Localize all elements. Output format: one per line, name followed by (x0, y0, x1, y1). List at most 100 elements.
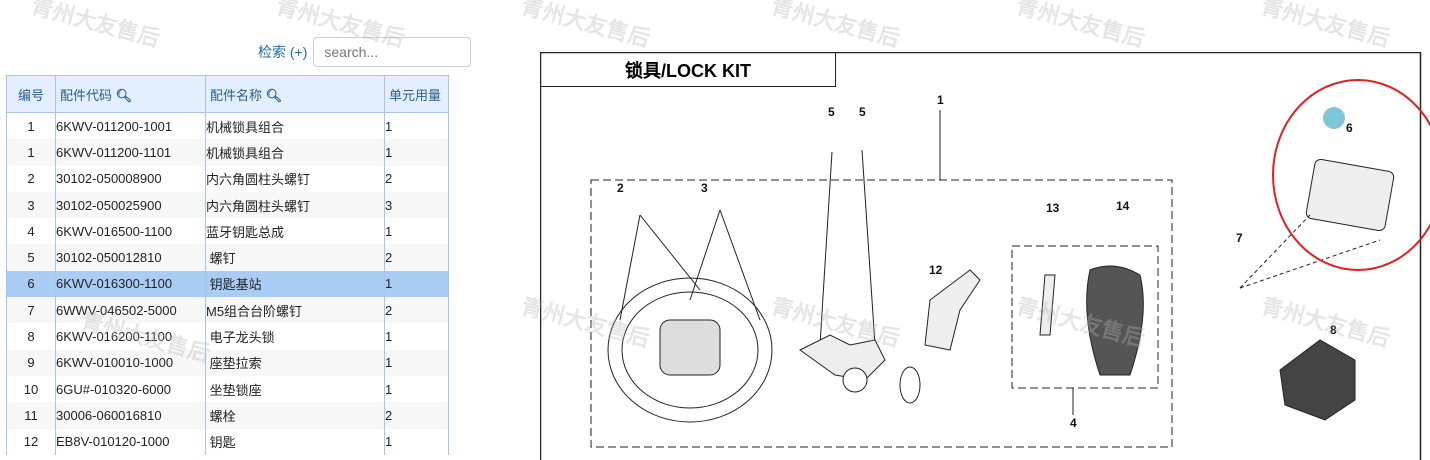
part-name: 螺钉 (205, 244, 385, 271)
callout-5: 5 (828, 105, 835, 119)
ignition-lock-part (799, 334, 886, 381)
watermark: 青州大友售后 (1013, 0, 1148, 52)
quantity: 1 (384, 375, 449, 403)
part-code: 30102-050025900 (55, 191, 206, 219)
callout-1: 1 (937, 93, 944, 107)
part-code: 30102-050008900 (55, 165, 206, 192)
row-number: 1 (6, 112, 56, 140)
row-number: 6 (6, 270, 56, 298)
exploded-parts-diagram: 1 2 3 4 5 5 6 7 8 12 13 14 (540, 52, 1430, 460)
part-name: 钥匙 (205, 428, 385, 455)
part-code: 6KWV-016500-1100 (55, 218, 206, 245)
quantity: 2 (384, 297, 449, 324)
part-code: 6KWV-016300-1100 (55, 270, 206, 298)
watermark: 青州大友售后 (28, 0, 163, 52)
part-name: 内六角圆柱头螺钉 (205, 165, 385, 192)
part-code: 6KWV-011200-1101 (55, 139, 206, 166)
watermark: 青州大友售后 (768, 0, 903, 52)
quantity: 2 (384, 165, 449, 192)
quantity: 2 (384, 244, 449, 271)
part-name: 螺栓 (205, 402, 385, 429)
row-number: 9 (6, 349, 56, 376)
part-code: 30006-060016810 (55, 402, 206, 429)
watermark: 青州大友售后 (518, 0, 653, 52)
callout-7: 7 (1236, 231, 1243, 245)
bluetooth-key-fob (1086, 265, 1144, 376)
ecu-part (1279, 339, 1356, 421)
row-number: 3 (6, 191, 56, 219)
row-number: 2 (6, 165, 56, 192)
callout-5: 5 (859, 105, 866, 119)
part-name: 机械锁具组合 (205, 139, 385, 166)
callout-8: 8 (1330, 323, 1337, 337)
watermark: 青州大友售后 (1258, 0, 1393, 52)
part-code: 6KWV-011200-1001 (55, 112, 206, 140)
quantity: 1 (384, 428, 449, 455)
cursor-marker (1323, 107, 1345, 129)
row-number: 12 (6, 428, 56, 455)
callout-14: 14 (1116, 199, 1130, 213)
col-number: 编号 (6, 75, 56, 113)
part-name: 电子龙头锁 (205, 323, 385, 350)
quantity: 1 (384, 349, 449, 376)
callout-12: 12 (929, 263, 943, 277)
row-number: 1 (6, 139, 56, 166)
highlight-ring (1272, 79, 1430, 271)
key-part (924, 269, 981, 351)
quantity: 3 (384, 191, 449, 219)
part-name: 座垫拉索 (205, 349, 385, 376)
part-name: 蓝牙钥匙总成 (205, 218, 385, 245)
quantity: 1 (384, 112, 449, 140)
row-number: 8 (6, 323, 56, 350)
row-number: 10 (6, 375, 56, 403)
quantity: 2 (384, 402, 449, 429)
part-name: 内六角圆柱头螺钉 (205, 191, 385, 219)
quantity: 1 (384, 218, 449, 245)
callout-13: 13 (1046, 201, 1060, 215)
part-code: 6KWV-016200-1100 (55, 323, 206, 350)
quantity: 1 (384, 270, 449, 298)
part-code: EB8V-010120-1000 (55, 428, 206, 455)
callout-4: 4 (1070, 416, 1077, 430)
col-quantity: 单元用量 (384, 75, 449, 113)
part-name: 钥匙基站 (205, 270, 385, 298)
part-name: 坐垫锁座 (205, 375, 385, 403)
row-number: 7 (6, 297, 56, 324)
callout-6: 6 (1346, 121, 1353, 135)
quantity: 1 (384, 323, 449, 350)
callout-2: 2 (617, 181, 624, 195)
row-number: 4 (6, 218, 56, 245)
search-icon: 🔍︎ (115, 87, 133, 103)
part-code: 6WWV-046502-5000 (55, 297, 206, 324)
group-box-4 (1011, 245, 1159, 389)
search-icon: 🔍︎ (265, 87, 283, 103)
quantity: 1 (384, 139, 449, 166)
search-input[interactable] (313, 37, 472, 67)
group-box-1 (590, 179, 1173, 448)
col-part-code[interactable]: 配件代码 🔍︎ (55, 75, 206, 113)
key-base-station-part (1305, 158, 1395, 232)
part-code: 6GU#-010320-6000 (55, 375, 206, 403)
callout-3: 3 (701, 181, 708, 195)
row-number: 5 (6, 244, 56, 271)
part-name: M5组合台阶螺钉 (205, 297, 385, 324)
part-name: 机械锁具组合 (205, 112, 385, 140)
col-part-name[interactable]: 配件名称 🔍︎ (205, 75, 385, 113)
part-code: 30102-050012810 (55, 244, 206, 271)
search-label[interactable]: 检索 (+) (258, 44, 308, 60)
row-number: 11 (6, 402, 56, 429)
